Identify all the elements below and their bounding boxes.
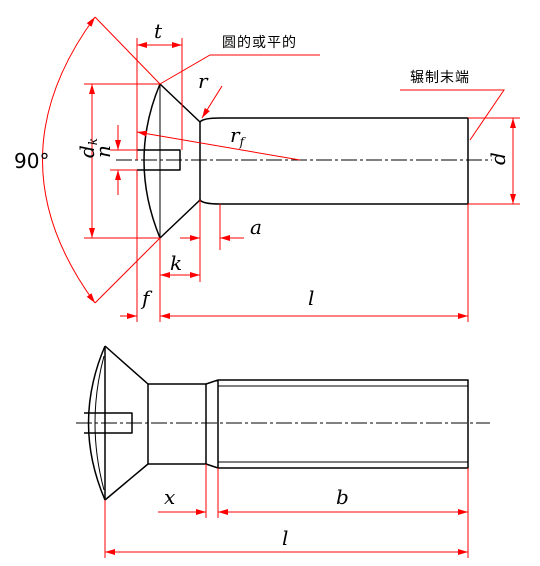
dk-main: d bbox=[75, 145, 99, 158]
rf-main: r bbox=[230, 123, 241, 147]
bottom-slot bbox=[84, 412, 133, 434]
f-label: f bbox=[140, 286, 153, 310]
k-label: k bbox=[170, 251, 182, 275]
bottom-head-crown bbox=[87, 345, 106, 501]
rf-leader bbox=[136, 130, 301, 161]
bottom-neck bbox=[147, 383, 206, 465]
rf-label: rf bbox=[230, 123, 247, 149]
top-fillet-upper bbox=[199, 117, 221, 123]
bottom-l-label: l bbox=[282, 526, 288, 550]
bottom-thread bbox=[218, 379, 469, 469]
dk-sub: k bbox=[86, 138, 100, 145]
top-l-label: l bbox=[308, 286, 314, 310]
rolled-note-text: 辗制末端 bbox=[410, 69, 470, 86]
x-label: x bbox=[164, 485, 175, 509]
head-note-leader bbox=[159, 54, 320, 85]
bottom-view bbox=[76, 345, 490, 501]
angle-arc bbox=[42, 16, 96, 304]
head-note-text: 圆的或平的 bbox=[222, 35, 297, 51]
top-view bbox=[116, 83, 492, 239]
r-leader bbox=[201, 85, 223, 119]
angle-label: 90° bbox=[14, 149, 49, 173]
d-label: d bbox=[486, 152, 510, 165]
b-label: b bbox=[336, 485, 349, 509]
t-label: t bbox=[154, 19, 163, 43]
n-label: n bbox=[91, 145, 115, 158]
r-label: r bbox=[198, 69, 209, 93]
top-dimensions bbox=[42, 16, 520, 322]
top-head-cone bbox=[159, 83, 201, 239]
bottom-head-cone bbox=[104, 345, 149, 501]
top-fillet-lower bbox=[199, 199, 221, 205]
top-head-crown bbox=[143, 83, 161, 239]
angle-ext-upper bbox=[94, 16, 161, 85]
top-slot bbox=[137, 149, 181, 171]
bottom-head-groove bbox=[94, 355, 105, 491]
rolled-note-leader bbox=[400, 89, 505, 141]
a-label: a bbox=[250, 215, 262, 239]
rf-sub: f bbox=[239, 135, 247, 149]
angle-ext-lower bbox=[94, 237, 161, 304]
bottom-dimensions bbox=[104, 464, 469, 558]
top-shank bbox=[199, 117, 469, 205]
bottom-thread-runout bbox=[205, 379, 219, 469]
dk-label: dk bbox=[75, 138, 100, 158]
